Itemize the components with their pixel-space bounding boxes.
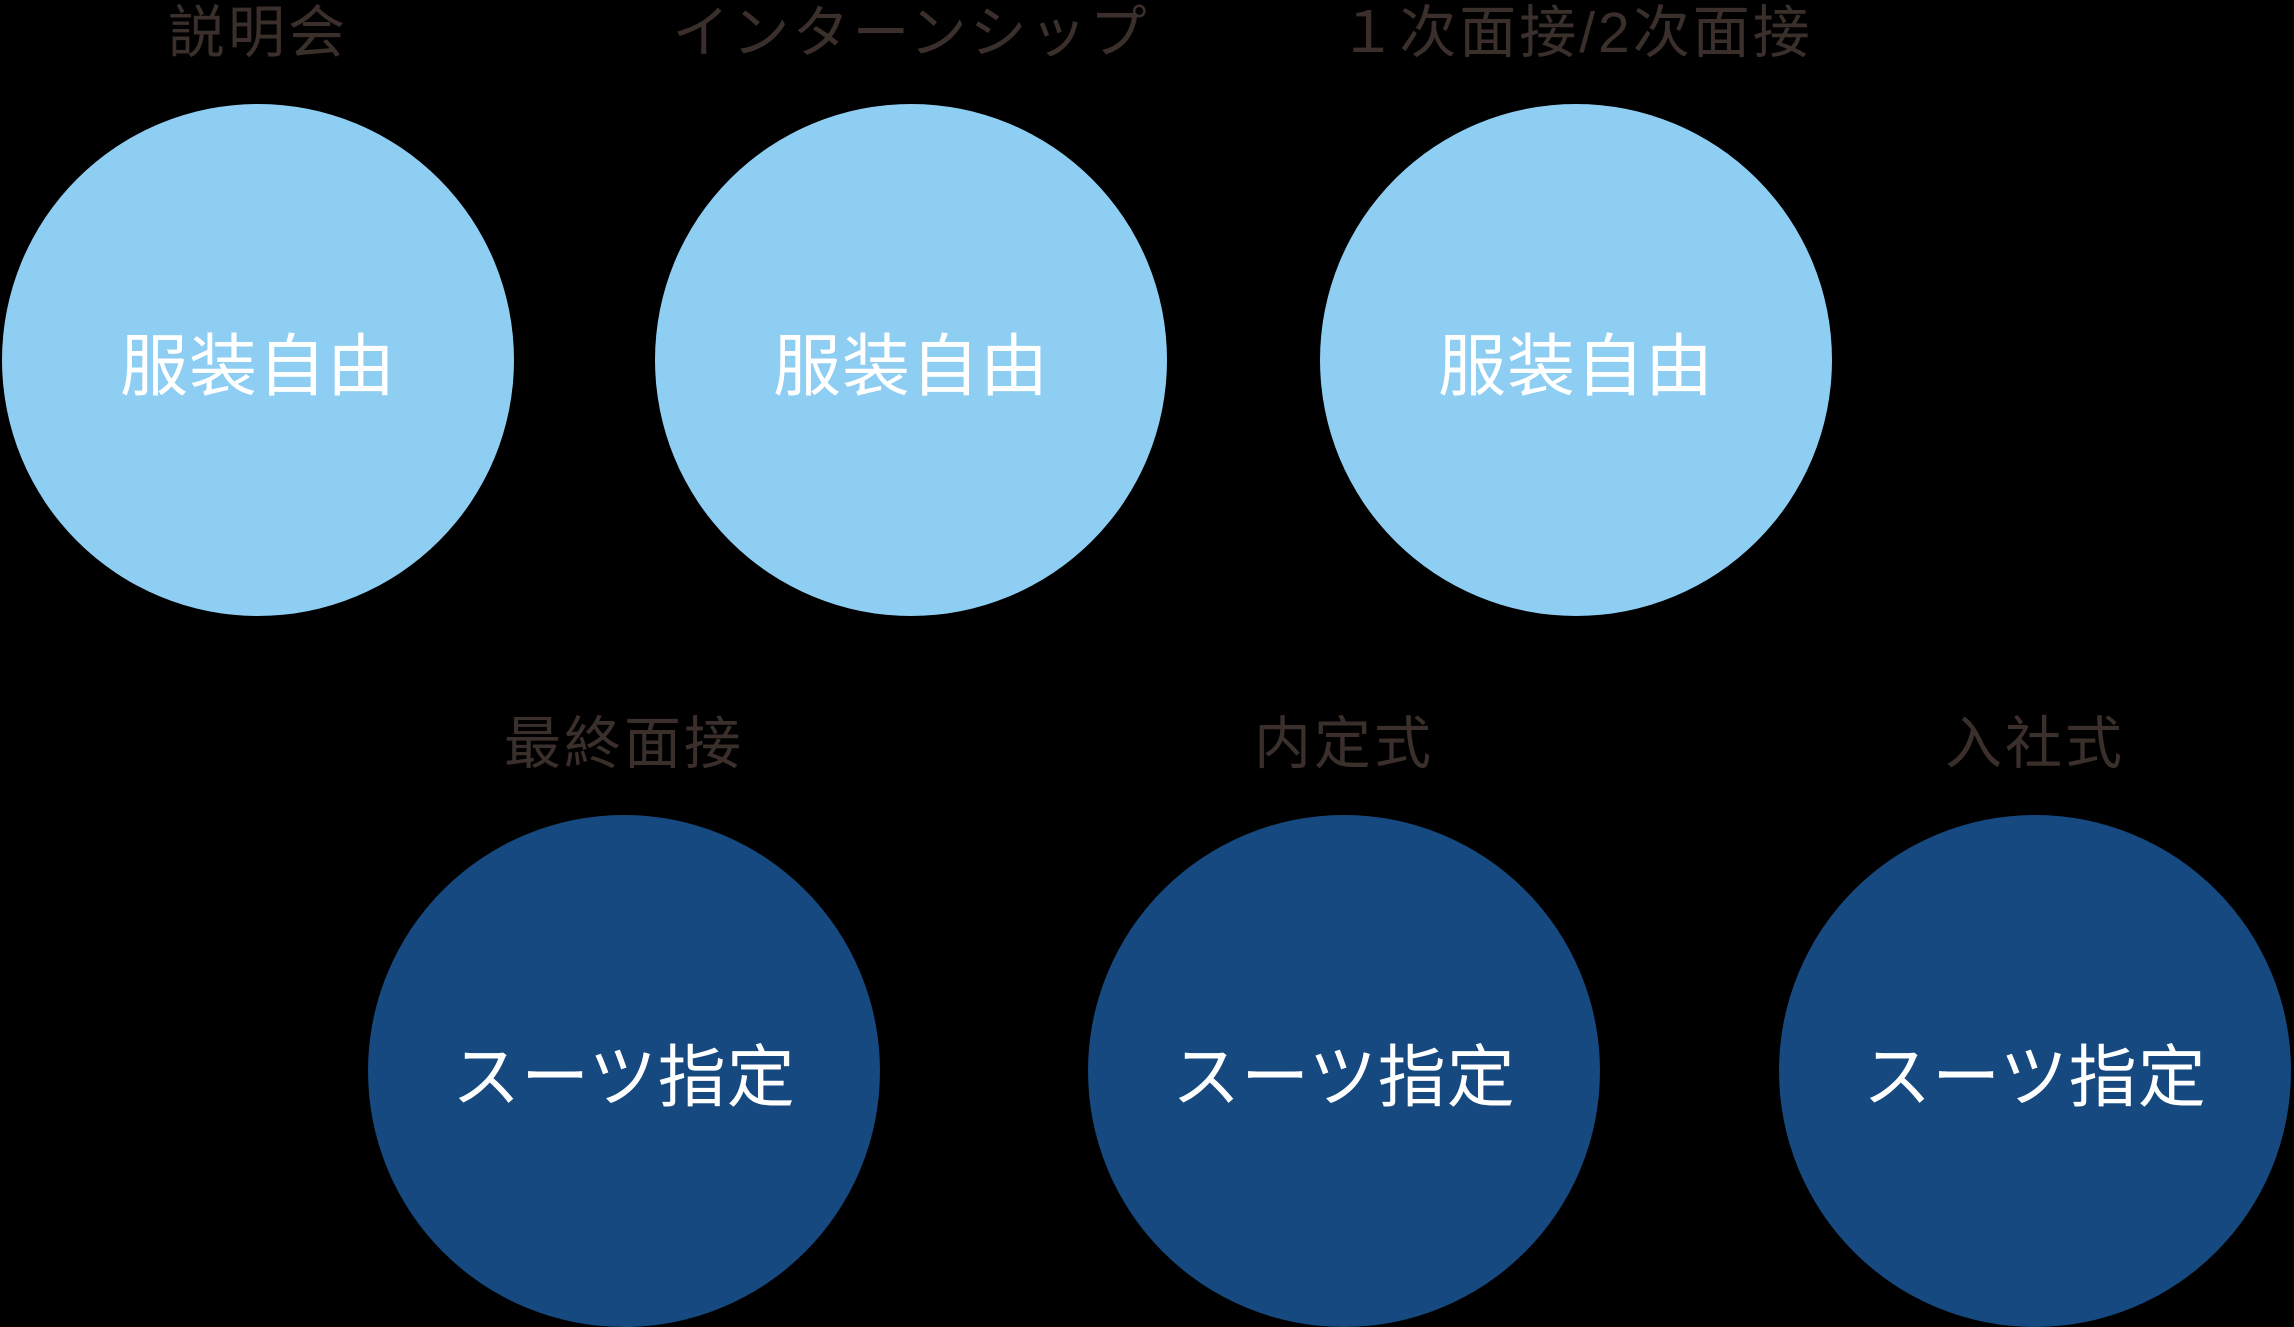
step-final-interview: 最終面接 スーツ指定 — [368, 711, 880, 1327]
dress-code-text: 服装自由 — [772, 328, 1049, 405]
step-label: インターンシップ — [672, 1, 1150, 65]
step-label: 最終面接 — [504, 712, 744, 776]
step-internship: インターンシップ 服装自由 — [655, 0, 1167, 616]
dress-code-text: スーツ指定 — [1863, 1039, 2207, 1116]
dress-code-circle-dark: スーツ指定 — [1088, 815, 1600, 1327]
dress-code-circle-light: 服装自由 — [2, 104, 514, 616]
dress-code-circle-light: 服装自由 — [655, 104, 1167, 616]
step-offer-ceremony: 内定式 スーツ指定 — [1088, 711, 1600, 1327]
step-label: 入社式 — [1945, 712, 2125, 776]
step-label: １次面接/2次面接 — [1339, 1, 1813, 65]
dress-code-text: 服装自由 — [119, 328, 396, 405]
dress-code-circle-light: 服装自由 — [1320, 104, 1832, 616]
dress-code-circle-dark: スーツ指定 — [1779, 815, 2291, 1327]
step-first-second-interview: １次面接/2次面接 服装自由 — [1320, 0, 1832, 616]
step-entrance-ceremony: 入社式 スーツ指定 — [1779, 711, 2291, 1327]
dress-code-text: スーツ指定 — [452, 1039, 796, 1116]
dress-code-text: 服装自由 — [1437, 328, 1714, 405]
step-label: 内定式 — [1254, 712, 1434, 776]
dress-code-text: スーツ指定 — [1172, 1039, 1516, 1116]
step-label: 説明会 — [168, 1, 348, 65]
step-briefing-session: 説明会 服装自由 — [2, 0, 514, 616]
dress-code-circle-dark: スーツ指定 — [368, 815, 880, 1327]
